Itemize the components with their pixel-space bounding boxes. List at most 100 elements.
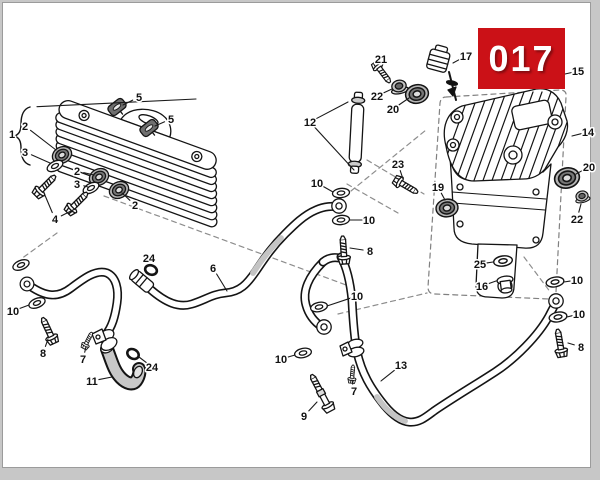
banjo-bolt <box>550 327 570 359</box>
leader-line <box>488 280 497 285</box>
leader-line <box>44 338 49 347</box>
leader-line <box>287 354 296 358</box>
banjo-bolt <box>36 314 61 347</box>
callout-3: 3 <box>22 147 28 159</box>
leader-line <box>566 315 573 318</box>
callout-20: 20 <box>583 162 595 174</box>
breather-tube <box>347 91 366 174</box>
leader-line <box>564 72 572 75</box>
leader-line <box>571 133 582 137</box>
oil-hoses <box>25 201 561 427</box>
callout-10: 10 <box>351 291 363 303</box>
callout-2: 2 <box>22 121 28 133</box>
leader-line <box>398 97 410 106</box>
hose-13 <box>336 252 561 427</box>
seal-washer <box>293 346 313 360</box>
rubber-bushing <box>551 164 583 192</box>
leader-line <box>575 169 584 175</box>
leader-line <box>315 101 349 120</box>
callout-5: 5 <box>136 92 142 104</box>
callout-14: 14 <box>582 127 595 139</box>
callout-24: 24 <box>143 253 156 265</box>
drain-plug <box>496 275 514 294</box>
leader-line <box>349 247 364 251</box>
callout-17: 17 <box>460 51 472 63</box>
callout-20: 20 <box>387 104 399 116</box>
banjo-eye <box>316 319 332 335</box>
leader-line <box>19 304 30 310</box>
callout-2: 2 <box>132 200 138 212</box>
callout-8: 8 <box>40 348 46 360</box>
callout-8: 8 <box>578 342 584 354</box>
leader-line <box>399 170 404 180</box>
leader-line <box>351 379 354 385</box>
callout-4: 4 <box>52 214 59 226</box>
seal-washer <box>544 275 566 289</box>
callout-9: 9 <box>301 411 307 423</box>
callout-10: 10 <box>311 178 323 190</box>
leader-line <box>216 273 228 292</box>
leader-line <box>380 368 397 382</box>
callout-brace <box>14 106 31 166</box>
callout-11: 11 <box>86 376 98 388</box>
oil-tank-assembly <box>427 88 569 300</box>
leader-line <box>98 376 113 381</box>
leader-line <box>30 154 51 164</box>
callout-21: 21 <box>375 54 387 66</box>
leader-line <box>322 185 334 193</box>
leader-line <box>578 203 582 213</box>
callout-6: 6 <box>210 263 216 275</box>
leader-line <box>486 261 494 264</box>
leader-line <box>154 121 166 127</box>
leader-line <box>60 208 76 217</box>
callout-23: 23 <box>392 159 404 171</box>
leader-line <box>567 342 575 346</box>
grommet <box>573 188 592 205</box>
seal-washer <box>331 186 351 200</box>
cooler-top-plate <box>58 100 217 170</box>
leader-line <box>43 192 53 214</box>
leader-line <box>29 129 57 151</box>
leader-line <box>83 172 95 176</box>
seal-washer <box>26 294 48 312</box>
leader-line <box>326 297 351 307</box>
leader-line <box>122 99 134 106</box>
banjo-bolt <box>335 234 352 266</box>
callout-24: 24 <box>146 362 159 374</box>
callout-5: 5 <box>168 114 174 126</box>
leader-line <box>121 192 131 201</box>
o-ring <box>142 262 160 278</box>
dipstick <box>426 44 459 101</box>
leader-line <box>84 346 87 353</box>
callout-25: 25 <box>474 259 486 271</box>
callout-10: 10 <box>7 306 19 318</box>
callout-12: 12 <box>304 117 316 129</box>
callout-15: 15 <box>572 66 584 78</box>
callout-22: 22 <box>371 91 383 103</box>
callout-3: 3 <box>74 179 80 191</box>
seal-washer <box>331 213 351 227</box>
callout-13: 13 <box>395 360 407 372</box>
leader-line <box>382 88 393 94</box>
callout-19: 19 <box>432 182 444 194</box>
hose-fitting <box>128 269 155 293</box>
hose-clamp <box>91 328 118 352</box>
callout-7: 7 <box>351 386 357 398</box>
leader-line <box>36 98 197 108</box>
leader-line <box>83 185 89 188</box>
hose-clamp <box>339 338 365 358</box>
seal-washer <box>309 300 329 314</box>
callout-2: 2 <box>74 166 80 178</box>
callout-10: 10 <box>573 309 585 321</box>
leader-line <box>308 401 318 412</box>
callout-8: 8 <box>367 246 373 258</box>
callout-16: 16 <box>476 281 488 293</box>
callout-layer: 1232324556778889101010101010101112131415… <box>5 50 596 425</box>
banjo-eye <box>548 293 564 309</box>
leader-line <box>138 356 148 364</box>
rubber-bushing <box>403 81 431 107</box>
leader-line <box>452 58 461 64</box>
callout-10: 10 <box>275 354 287 366</box>
oil-cooler <box>55 100 218 228</box>
